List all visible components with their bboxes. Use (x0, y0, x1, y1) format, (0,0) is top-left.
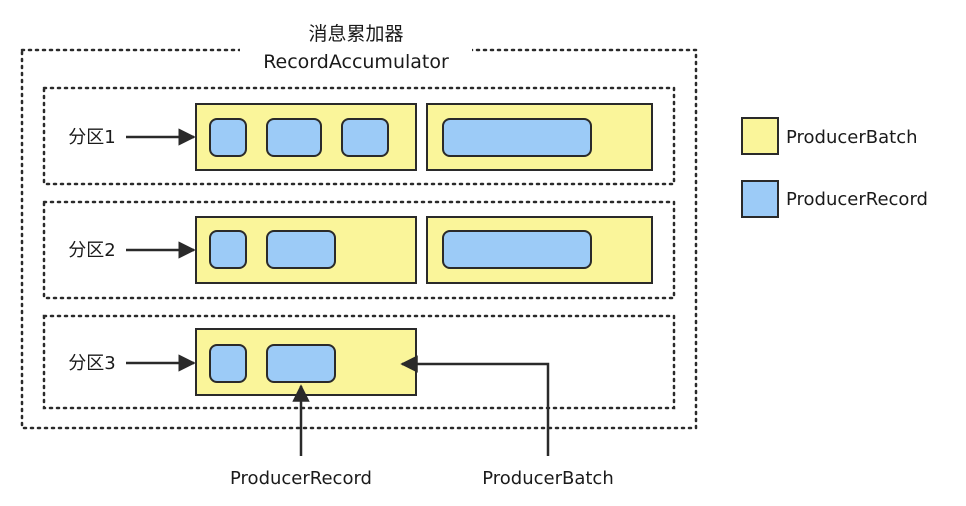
partition-1-container (42, 86, 676, 186)
partition-3: 分区3 (42, 314, 676, 410)
partition-1: 分区1 (42, 86, 676, 186)
legend-batch-swatch (741, 117, 779, 155)
partition-3-label: 分区3 (68, 353, 115, 374)
legend: ProducerBatch ProducerRecord (741, 117, 928, 218)
legend-batch-label: ProducerBatch (786, 127, 918, 148)
record (209, 118, 247, 157)
record (442, 118, 592, 157)
batch-callout-label: ProducerBatch (482, 468, 614, 489)
partition-2: 分区2 (42, 200, 676, 300)
record (266, 118, 322, 157)
legend-record-swatch (741, 180, 779, 218)
record (442, 230, 592, 269)
partition-1-label: 分区1 (68, 127, 115, 148)
title-zh: 消息累加器 (308, 23, 403, 45)
record (209, 344, 247, 383)
partition-2-label: 分区2 (68, 240, 115, 261)
legend-record-label: ProducerRecord (786, 189, 928, 210)
record-callout-label: ProducerRecord (230, 468, 372, 489)
record (209, 230, 247, 269)
partition-2-container (42, 200, 676, 300)
title-en: RecordAccumulator (263, 51, 449, 73)
record (266, 230, 336, 269)
partition-3-container (42, 314, 676, 410)
record (341, 118, 389, 157)
batch-callout-arrow (400, 355, 550, 456)
record (266, 344, 336, 383)
